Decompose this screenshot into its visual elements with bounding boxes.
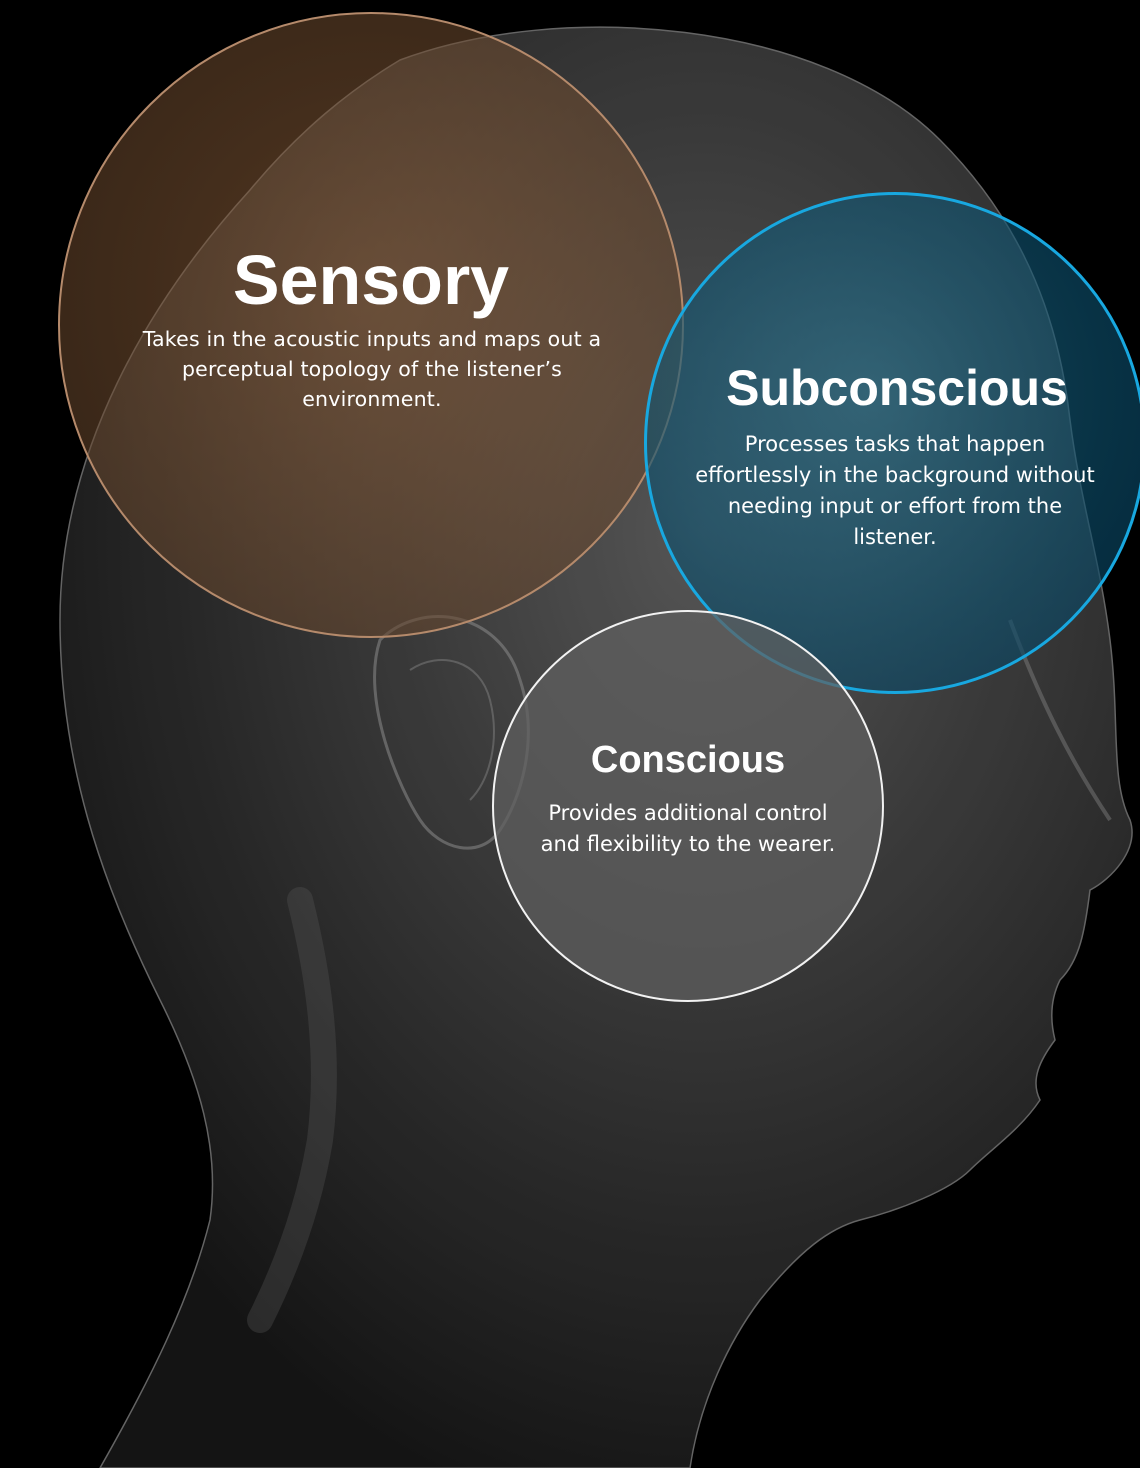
conscious-circle: [492, 610, 884, 1002]
ear-inner: [409, 659, 495, 801]
subconscious-description: Processes tasks that happen effortlessly…: [695, 432, 1095, 549]
conscious-title: Conscious: [590, 739, 786, 781]
sensory-description: Takes in the acoustic inputs and maps ou…: [142, 327, 602, 411]
conscious-description: Provides additional control and flexibil…: [540, 801, 836, 856]
subconscious-title: Subconscious: [726, 360, 1068, 416]
spine-shape: [247, 887, 337, 1333]
subconscious-circle: [644, 192, 1140, 694]
sensory-title: Sensory: [232, 241, 510, 319]
